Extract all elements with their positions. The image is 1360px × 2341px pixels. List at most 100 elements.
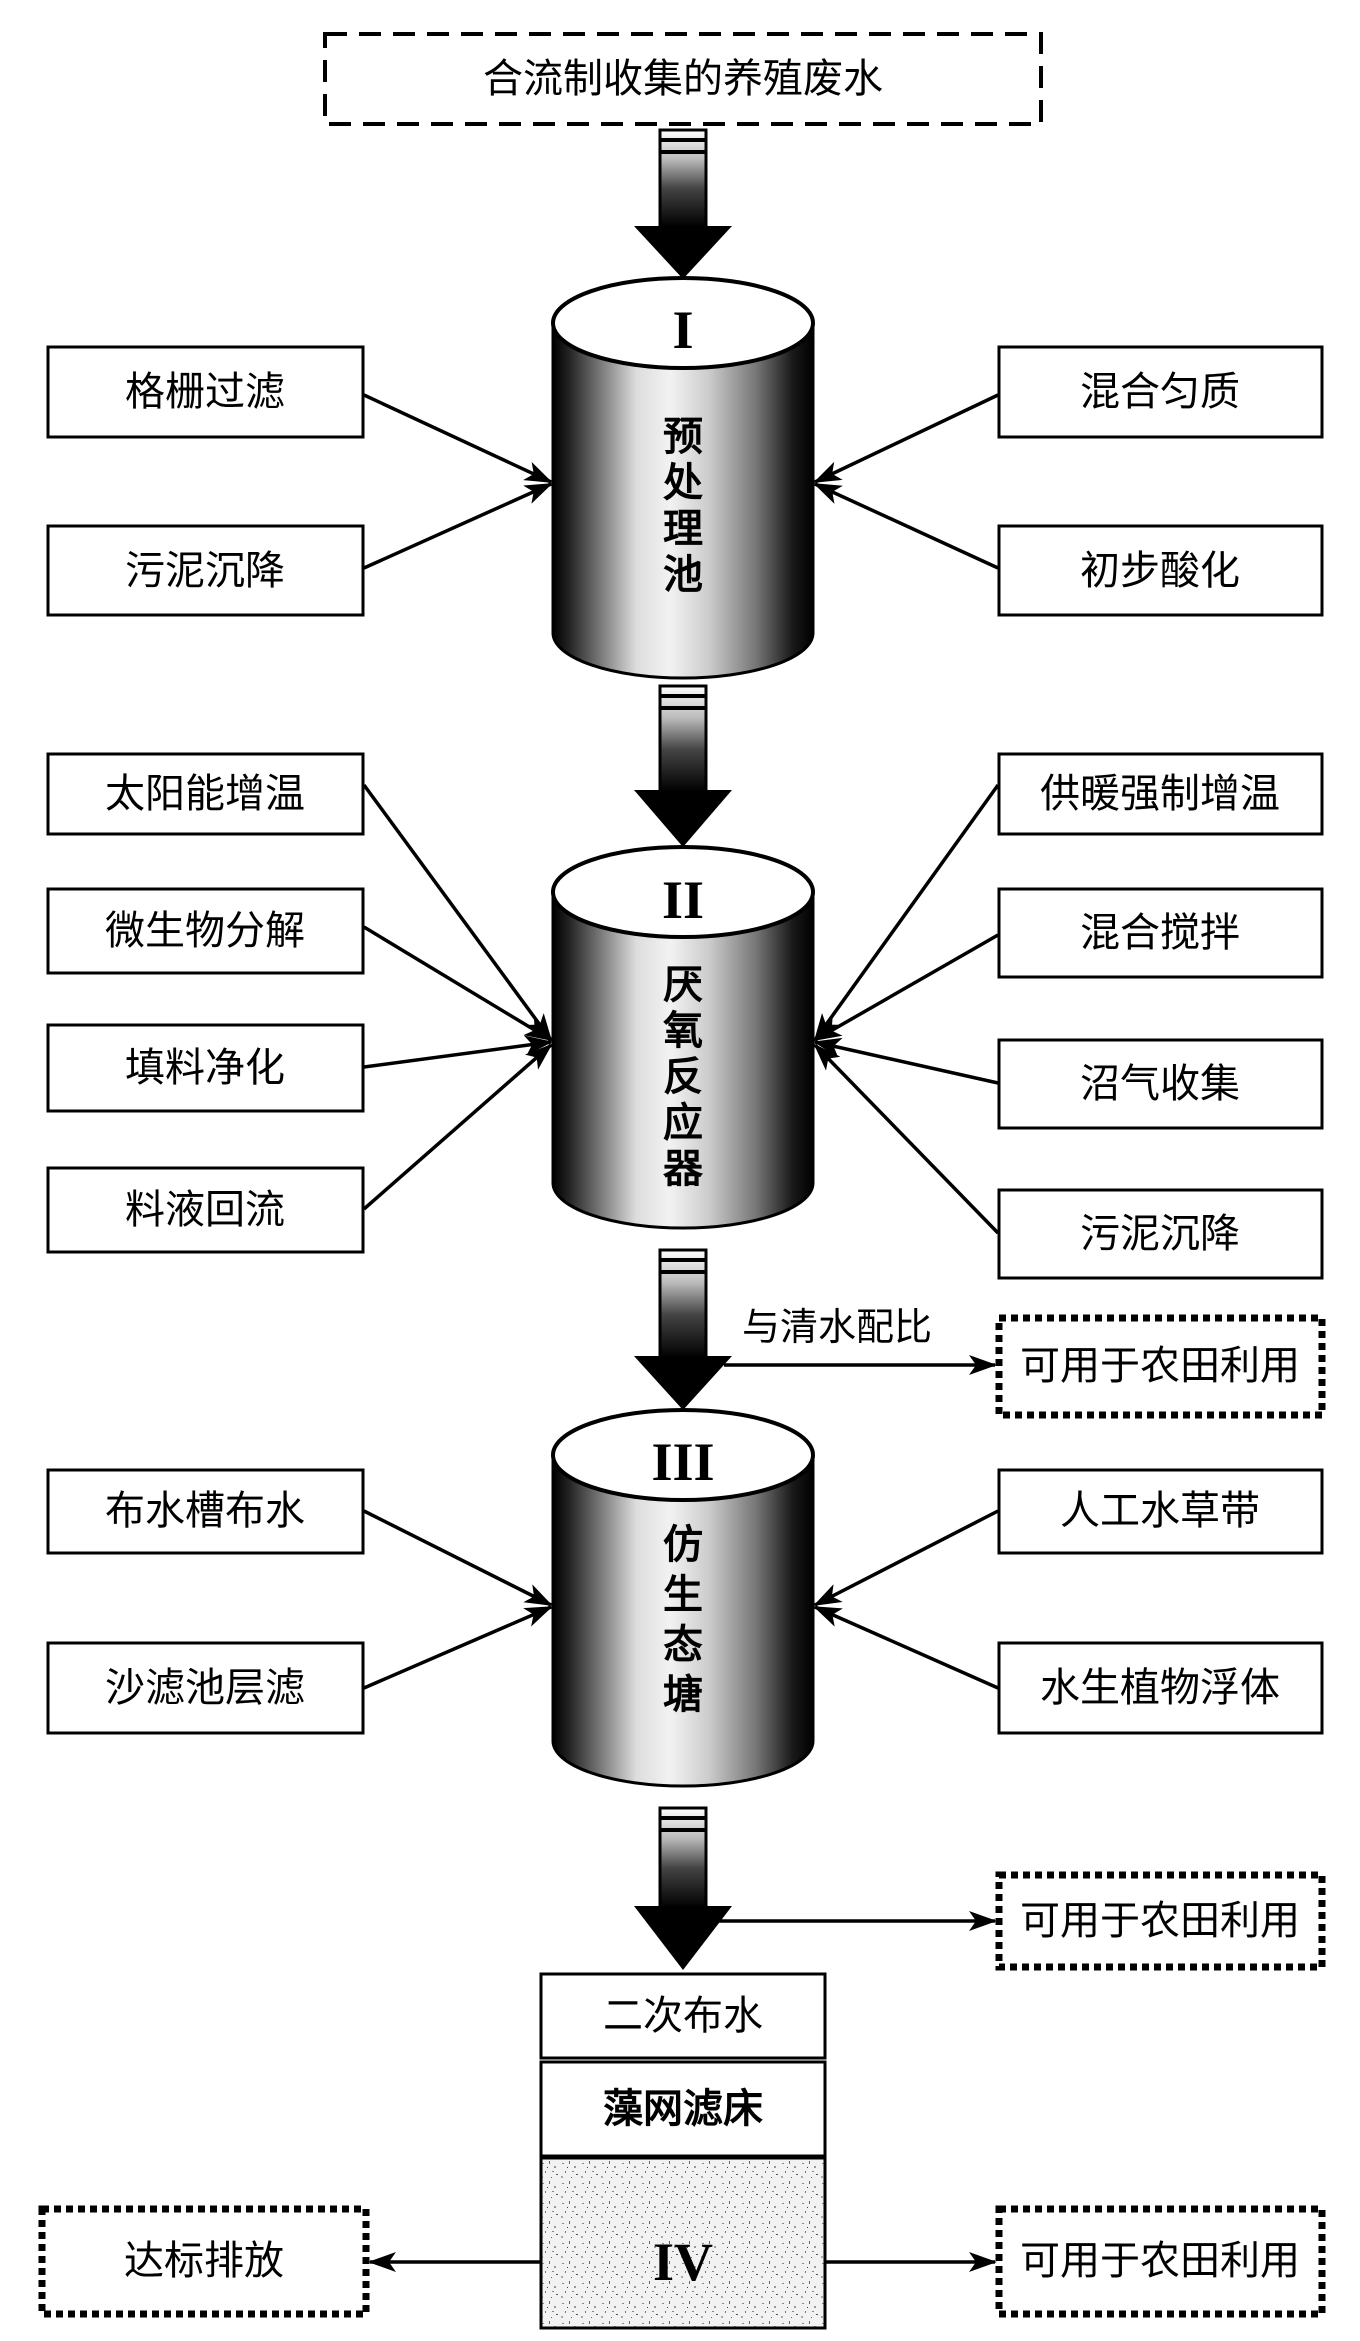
- input-label: 水生植物浮体: [1040, 1665, 1280, 1711]
- output-label: 可用于农田利用: [1020, 1343, 1300, 1389]
- stage4-numeral: IV: [653, 2232, 713, 2292]
- output-box-frame: [995, 2205, 1326, 2318]
- flow-arrow-shaft: [658, 1806, 708, 1910]
- layer-label: 二次布水: [603, 1993, 763, 2039]
- stage3-left-input-1: 布水槽布水: [46, 1468, 365, 1555]
- input-box: [46, 1023, 365, 1113]
- input-box: [46, 887, 365, 975]
- output-box-frame: [995, 1871, 1326, 1971]
- feed-arrow: [363, 393, 553, 484]
- flow-arrow-2: [634, 684, 732, 847]
- layer-label: 藻网滤床: [603, 2086, 763, 2132]
- stage1-pretreatment-tank: I 预处理池: [551, 276, 815, 680]
- flow-arrow-3: [634, 1248, 732, 1410]
- flow-arrow-shaft: [658, 128, 708, 229]
- source-box: 合流制收集的养殖废水: [323, 32, 1043, 126]
- feed-arrow: [813, 1605, 999, 1690]
- layer-filter-media: [539, 2156, 827, 2330]
- input-label: 污泥沉降: [1080, 1211, 1240, 1257]
- input-box: [997, 752, 1324, 836]
- stage3-left-input-2: 沙滤池层滤: [46, 1641, 365, 1735]
- stage1-left-input-2: 污泥沉降: [46, 524, 365, 617]
- input-box: [997, 1641, 1324, 1735]
- cylinder-body: [551, 321, 815, 680]
- input-box: [46, 524, 365, 617]
- flow-arrow-shaft: [658, 1248, 708, 1360]
- input-label: 人工水草带: [1060, 1488, 1260, 1534]
- discharge-box: 达标排放: [38, 2205, 370, 2318]
- output-label: 可用于农田利用: [1020, 2238, 1300, 2284]
- stage2-left-input-3: 填料净化: [46, 1023, 365, 1113]
- input-box: [46, 1468, 365, 1555]
- stage3-bionic-pond: III 仿生态塘: [551, 1408, 815, 1788]
- stage3-right-input-1: 人工水草带: [997, 1468, 1324, 1555]
- input-label: 太阳能增温: [105, 771, 305, 817]
- flow-arrow-head: [634, 226, 732, 279]
- output-box-frame: [38, 2205, 370, 2318]
- feed-arrow: [813, 783, 1000, 1042]
- stage2-numeral: II: [662, 870, 704, 930]
- feed-arrow: [813, 1509, 999, 1607]
- input-label: 初步酸化: [1080, 548, 1240, 594]
- stage2-left-input-1: 太阳能增温: [46, 752, 365, 836]
- input-box: [46, 1166, 365, 1254]
- feed-arrow: [813, 482, 999, 570]
- cylinder-top: [551, 1408, 815, 1502]
- flow-arrow-head: [634, 790, 732, 847]
- flow-arrow-head: [634, 1356, 732, 1410]
- input-box: [997, 524, 1324, 617]
- input-label: 填料净化: [125, 1045, 285, 1091]
- input-box: [997, 345, 1324, 439]
- input-label: 混合搅拌: [1080, 910, 1240, 956]
- stage1-right-input-1: 混合匀质: [997, 345, 1324, 439]
- branch-label: 与清水配比: [742, 1305, 932, 1349]
- cylinder-top: [551, 845, 815, 939]
- output-label: 可用于农田利用: [1020, 1898, 1300, 1944]
- stage2-right-input-4: 污泥沉降: [997, 1188, 1324, 1280]
- feed-arrow: [363, 1605, 553, 1690]
- input-box: [46, 345, 365, 439]
- output-box-frame: [995, 1314, 1326, 1419]
- stage2-left-input-4: 料液回流: [46, 1166, 365, 1254]
- stage2-anaerobic-reactor: II 厌氧反应器: [551, 845, 815, 1230]
- stage2-right-input-1: 供暖强制增温: [997, 752, 1324, 836]
- input-label: 沙滤池层滤: [105, 1665, 305, 1711]
- flow-arrow-4: [634, 1806, 732, 1970]
- source-box-frame: [323, 32, 1043, 126]
- feed-arrow: [363, 925, 553, 1042]
- stage3-output-box: 可用于农田利用: [995, 1871, 1326, 1971]
- stage2-left-input-2: 微生物分解: [46, 887, 365, 975]
- input-box: [997, 1038, 1324, 1130]
- stage1-left-input-1: 格栅过滤: [46, 345, 365, 439]
- stage1-name: 预处理池: [663, 414, 703, 598]
- input-box: [46, 1641, 365, 1735]
- feed-arrow: [363, 1035, 553, 1069]
- cylinder-body: [551, 890, 815, 1230]
- input-label: 供暖强制增温: [1040, 771, 1280, 817]
- input-box: [46, 752, 365, 836]
- input-label: 混合匀质: [1080, 369, 1240, 415]
- stage2-right-input-2: 混合搅拌: [997, 887, 1324, 979]
- feed-arrow: [813, 393, 999, 484]
- stage2-name: 厌氧反应器: [663, 962, 704, 1192]
- input-box: [997, 1468, 1324, 1555]
- input-label: 沼气收集: [1080, 1061, 1240, 1107]
- flow-arrow-1: [634, 128, 732, 279]
- feed-arrow: [813, 1043, 1000, 1235]
- stage3-numeral: III: [651, 1432, 714, 1492]
- layer-secondary-distribution: [539, 1972, 827, 2060]
- input-box: [997, 1188, 1324, 1280]
- stage3-name: 仿生态塘: [663, 1522, 703, 1718]
- stage2-output-box: 可用于农田利用: [995, 1314, 1326, 1419]
- stage1-right-input-2: 初步酸化: [997, 524, 1324, 617]
- input-box: [997, 887, 1324, 979]
- discharge-label: 达标排放: [124, 2238, 284, 2284]
- cylinder-top: [551, 276, 815, 370]
- stage1-numeral: I: [672, 300, 693, 360]
- feed-arrow: [813, 933, 999, 1042]
- stage3-right-input-2: 水生植物浮体: [997, 1641, 1324, 1735]
- feed-arrow: [363, 1509, 553, 1607]
- feed-arrow: [813, 1037, 999, 1085]
- input-label: 料液回流: [125, 1187, 285, 1233]
